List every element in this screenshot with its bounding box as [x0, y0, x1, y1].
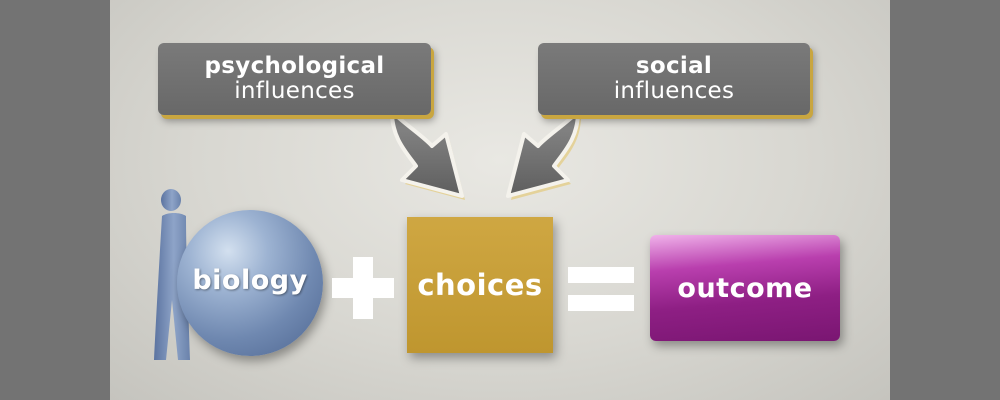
social-influences-label: influences: [613, 78, 735, 104]
psychological-influences-label: influences: [234, 78, 355, 104]
outcome-label: outcome: [677, 272, 813, 304]
down-left-arrow-icon: [506, 110, 580, 198]
outcome-box: outcome: [650, 235, 840, 341]
equals-icon: [568, 267, 634, 311]
social-label: social: [635, 53, 713, 79]
psychological-influences-box: psychological influences: [158, 43, 431, 115]
biology-sphere: [177, 210, 323, 356]
choices-label: choices: [417, 268, 543, 302]
social-influences-box: social influences: [538, 43, 810, 115]
down-right-arrow-icon: [390, 110, 464, 198]
choices-box: choices: [407, 217, 553, 353]
biology-label: biology: [192, 265, 308, 296]
psychological-label: psychological: [204, 53, 385, 79]
plus-icon: [332, 257, 394, 319]
